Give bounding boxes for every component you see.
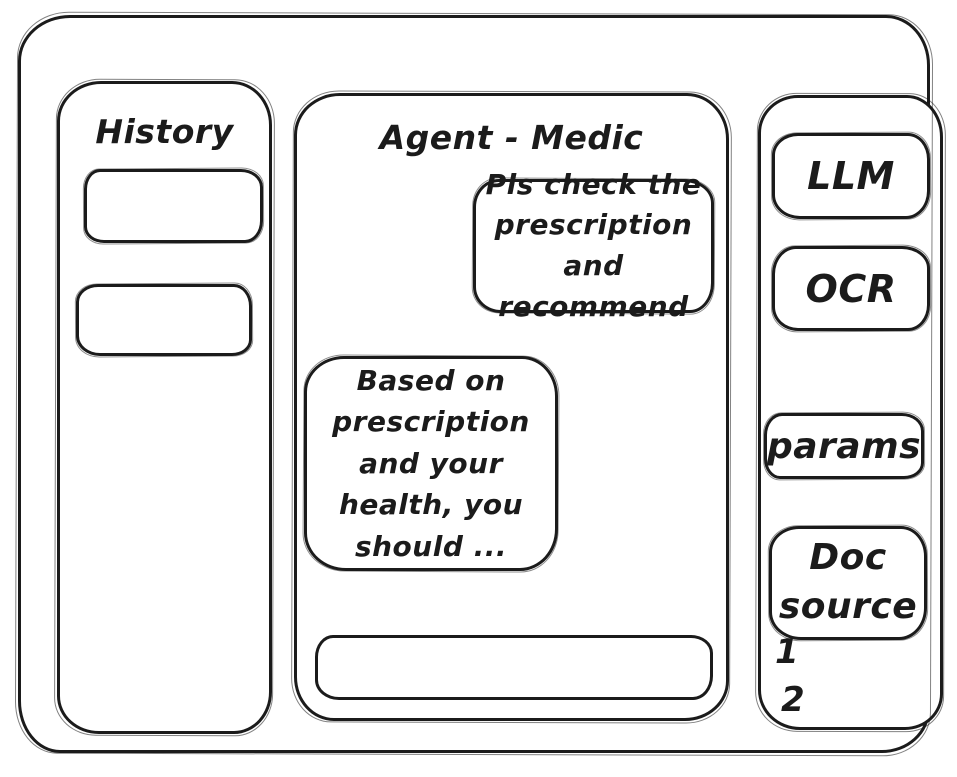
- llm-button[interactable]: LLM: [772, 133, 930, 219]
- history-item[interactable]: [76, 284, 252, 356]
- doc-source-item-number: 1: [775, 632, 800, 672]
- tools-sidebar: LLM OCR params Doc source 1 2: [758, 95, 943, 730]
- params-button[interactable]: params: [764, 413, 924, 479]
- history-title: History: [95, 112, 234, 151]
- assistant-message-bubble: Based on prescription and your health, y…: [304, 356, 558, 571]
- message-input[interactable]: [315, 635, 713, 700]
- chat-title: Agent - Medic: [379, 118, 644, 157]
- history-item[interactable]: [84, 169, 263, 243]
- doc-source-button[interactable]: Doc source: [769, 526, 927, 640]
- user-message-bubble: Pls check the prescription and recommend: [473, 168, 714, 323]
- app-window-frame: History Agent - Medic Pls check the pres…: [18, 15, 943, 753]
- ocr-button[interactable]: OCR: [772, 246, 930, 331]
- history-sidebar: History: [57, 81, 272, 734]
- doc-source-item-number: 2: [781, 680, 806, 720]
- chat-panel: Agent - Medic Pls check the prescription…: [294, 93, 729, 721]
